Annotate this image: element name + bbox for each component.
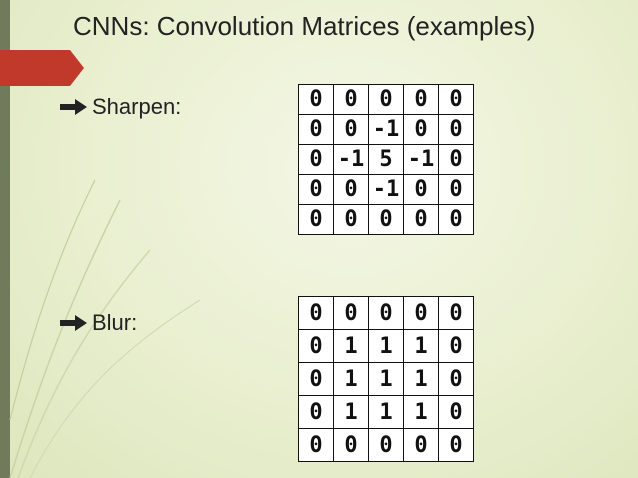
matrix-cell: 0 — [333, 296, 369, 330]
matrix-cell: 0 — [333, 84, 369, 115]
arrow-bullet-icon — [60, 315, 87, 331]
matrix-cell: 0 — [298, 329, 334, 363]
matrix-cell: 0 — [403, 204, 439, 235]
matrix-cell: 0 — [333, 204, 369, 235]
bullet-label: Sharpen: — [92, 94, 182, 119]
matrix-cell: 0 — [438, 114, 474, 145]
matrix-cell: 0 — [438, 428, 474, 462]
matrix-cell: 0 — [438, 362, 474, 396]
matrix-cell: 0 — [298, 114, 334, 145]
matrix-cell: 0 — [438, 204, 474, 235]
matrix-cell: -1 — [333, 144, 369, 175]
bullet-sharpen: Sharpen: — [60, 94, 181, 120]
matrix-cell: 0 — [403, 84, 439, 115]
bullet-blur: Blur: — [60, 310, 137, 336]
matrix-cell: 1 — [368, 395, 404, 429]
bullet-label: Blur: — [92, 310, 138, 335]
matrix-row: 0 0 0 0 0 — [298, 204, 474, 235]
matrix-cell: 0 — [298, 428, 334, 462]
matrix-cell: 0 — [403, 114, 439, 145]
matrix-cell: 0 — [438, 329, 474, 363]
matrix-row: 0 1 1 1 0 — [298, 329, 474, 363]
matrix-row: 0 -1 5 -1 0 — [298, 144, 474, 175]
matrix-cell: 0 — [298, 174, 334, 205]
matrix-row: 0 1 1 1 0 — [298, 362, 474, 396]
matrix-cell: 0 — [298, 84, 334, 115]
matrix-cell: 0 — [298, 362, 334, 396]
matrix-cell: 0 — [333, 174, 369, 205]
matrix-cell: 0 — [403, 174, 439, 205]
matrix-cell: 0 — [403, 296, 439, 330]
matrix-cell: -1 — [403, 144, 439, 175]
matrix-cell: 5 — [368, 144, 404, 175]
matrix-cell: 0 — [438, 174, 474, 205]
matrix-cell: 1 — [403, 329, 439, 363]
matrix-cell: 0 — [368, 204, 404, 235]
matrix-cell: 0 — [438, 144, 474, 175]
matrix-cell: 0 — [298, 296, 334, 330]
matrix-cell: -1 — [368, 174, 404, 205]
matrix-cell: 1 — [368, 329, 404, 363]
matrix-cell: 1 — [333, 395, 369, 429]
matrix-cell: 0 — [368, 428, 404, 462]
matrix-cell: 0 — [438, 296, 474, 330]
arrow-bullet-icon — [60, 99, 87, 115]
matrix-cell: 1 — [403, 362, 439, 396]
matrix-cell: -1 — [368, 114, 404, 145]
matrix-row: 0 0 0 0 0 — [298, 84, 474, 115]
matrix-cell: 1 — [368, 362, 404, 396]
blur-matrix: 0 0 0 0 0 0 1 1 1 0 0 1 1 1 0 0 1 1 1 0 … — [298, 296, 474, 462]
matrix-row: 0 0 -1 0 0 — [298, 174, 474, 205]
matrix-row: 0 0 0 0 0 — [298, 428, 474, 462]
matrix-cell: 0 — [368, 84, 404, 115]
matrix-cell: 1 — [333, 362, 369, 396]
matrix-row: 0 0 -1 0 0 — [298, 114, 474, 145]
slide-title: CNNs: Convolution Matrices (examples) — [73, 11, 536, 41]
matrix-cell: 0 — [298, 395, 334, 429]
matrix-cell: 0 — [298, 204, 334, 235]
matrix-cell: 0 — [438, 84, 474, 115]
matrix-cell: 0 — [298, 144, 334, 175]
matrix-cell: 1 — [333, 329, 369, 363]
matrix-cell: 0 — [368, 296, 404, 330]
matrix-cell: 1 — [403, 395, 439, 429]
matrix-cell: 0 — [403, 428, 439, 462]
matrix-row: 0 1 1 1 0 — [298, 395, 474, 429]
sharpen-matrix: 0 0 0 0 0 0 0 -1 0 0 0 -1 5 -1 0 0 0 -1 … — [298, 84, 474, 235]
matrix-cell: 0 — [333, 114, 369, 145]
matrix-cell: 0 — [333, 428, 369, 462]
matrix-row: 0 0 0 0 0 — [298, 296, 474, 330]
left-accent-strip — [0, 0, 10, 478]
slide-accent-tab — [0, 50, 84, 86]
matrix-cell: 0 — [438, 395, 474, 429]
